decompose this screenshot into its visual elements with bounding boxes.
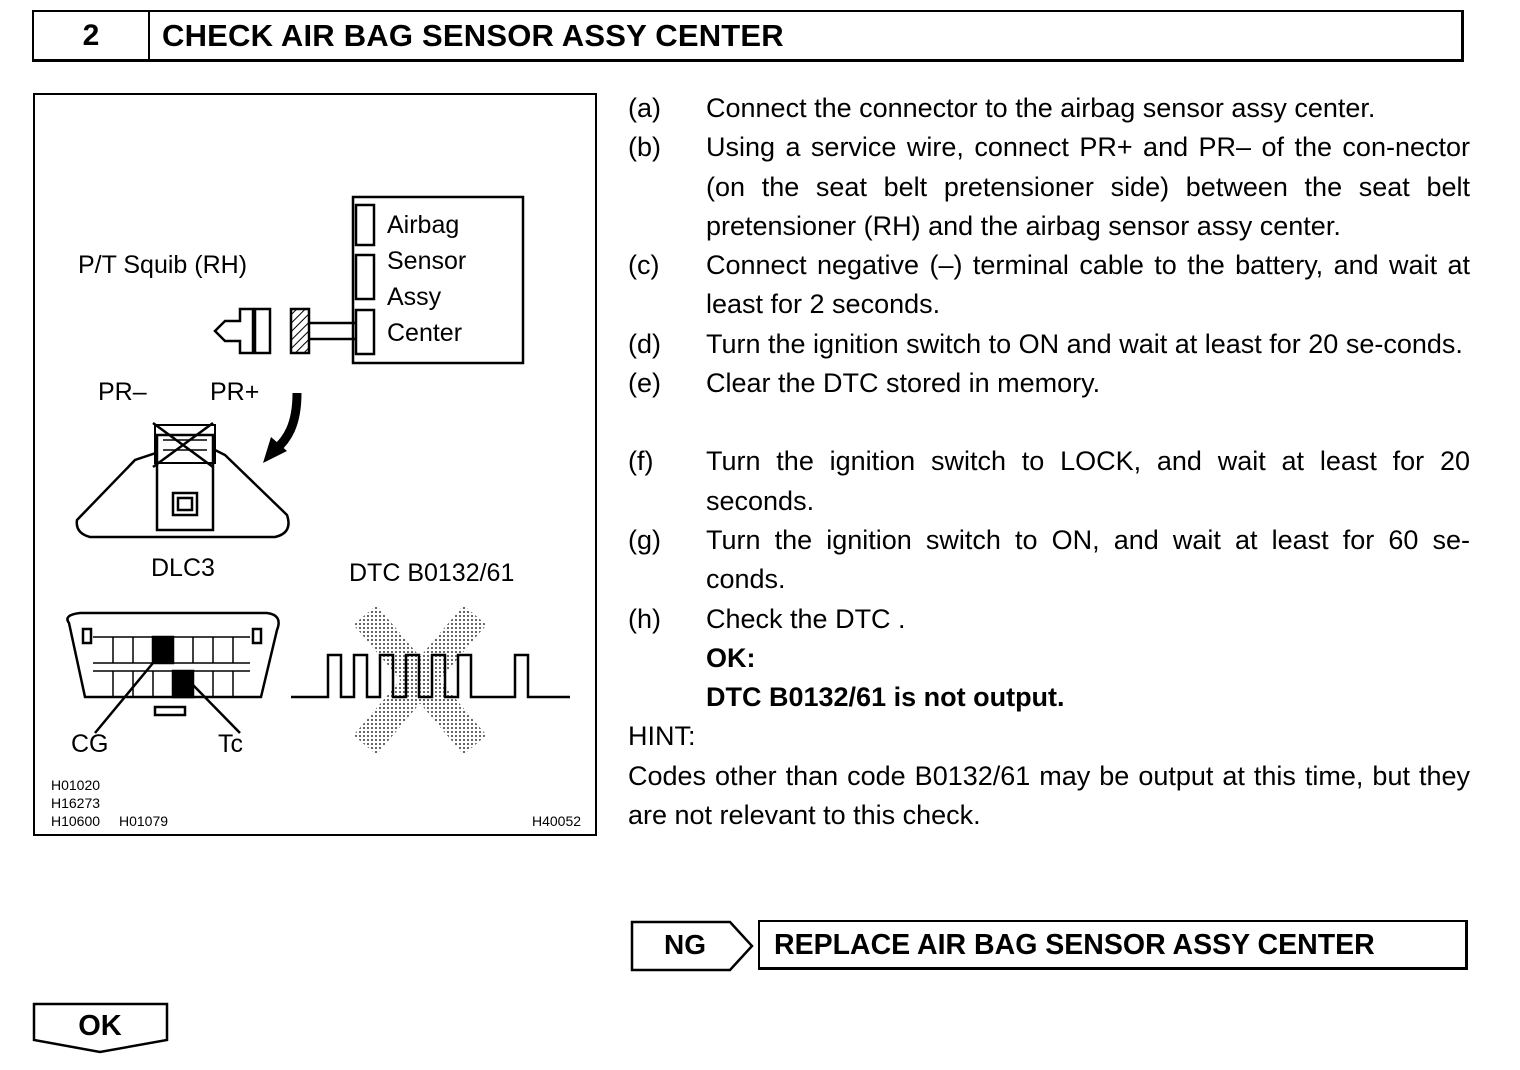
step-text: Connect the connector to the airbag sens…: [706, 93, 1376, 123]
dlc3-connector: [66, 611, 280, 734]
step-text: Using a service wire, connect PR+ and PR…: [706, 132, 1470, 241]
ng-arrow-icon: [630, 920, 754, 972]
ng-label: NG: [664, 929, 706, 960]
tc-label: Tc: [218, 730, 243, 758]
squib-connector: [213, 307, 356, 355]
step-text: Turn the ignition switch to ON, and wait…: [706, 524, 1470, 595]
pt-squib-label: P/T Squib (RH): [78, 251, 247, 279]
step-letter: (b): [628, 132, 661, 163]
step-letter: (g): [628, 524, 661, 555]
step-g: (g) Turn the ignition switch to ON, and …: [628, 521, 1470, 600]
pr-minus-label: PR–: [98, 378, 147, 406]
step-letter: (h): [628, 603, 661, 634]
curved-arrow-icon: [263, 392, 302, 463]
pretensioner-connector: [75, 421, 290, 539]
step-text: Clear the DTC stored in memory.: [706, 368, 1101, 399]
cg-label: CG: [71, 730, 109, 758]
step-text: Check the DTC .: [706, 603, 906, 634]
hint-text: Codes other than code B0132/61 may be ou…: [628, 760, 1470, 831]
step-d: (d) Turn the ignition switch to ON and w…: [628, 325, 1470, 364]
dtc-waveform: [291, 605, 570, 755]
figure-code-4: H01079: [119, 813, 168, 829]
sensor-assy-box: Airbag Sensor Assy Center: [351, 195, 525, 365]
procedure-steps: (a) Connect the connector to the airbag …: [628, 89, 1470, 835]
figure-code-3: H10600: [51, 813, 100, 829]
ok-flow-label: OK: [78, 1010, 122, 1042]
ok-arrow-icon: [32, 1002, 169, 1054]
step-title: CHECK AIR BAG SENSOR ASSY CENTER: [162, 18, 784, 53]
step-letter: (a): [628, 93, 661, 123]
figure-id: H40052: [532, 813, 581, 829]
sensor-label-2: Sensor: [387, 247, 466, 275]
ok-result-value: DTC B0132/61 is not output.: [706, 682, 1065, 713]
ng-action: REPLACE AIR BAG SENSOR ASSY CENTER: [758, 920, 1468, 970]
ok-result-label: OK:: [706, 642, 756, 673]
step-letter: (f): [628, 446, 654, 477]
step-text: Turn the ignition switch to ON and wait …: [706, 328, 1463, 359]
step-a: (a) Connect the connector to the airbag …: [628, 89, 1470, 128]
step-header: 2 CHECK AIR BAG SENSOR ASSY CENTER: [32, 10, 1464, 62]
dlc3-label: DLC3: [151, 554, 215, 582]
pr-plus-label: PR+: [210, 378, 259, 406]
hint-label: HINT:: [628, 721, 696, 752]
step-f: (f) Turn the ignition switch to LOCK, an…: [628, 442, 1470, 521]
figure-code-1: H01020: [51, 777, 100, 793]
step-letter: (e): [628, 368, 661, 399]
figure-code-2: H16273: [51, 795, 100, 811]
step-b: (b) Using a service wire, connect PR+ an…: [628, 128, 1470, 246]
sensor-label-1: Airbag: [387, 211, 459, 239]
step-e: (e) Clear the DTC stored in memory.: [628, 364, 1470, 403]
step-text: Turn the ignition switch to LOCK, and wa…: [706, 446, 1470, 516]
sensor-label-4: Center: [387, 319, 462, 347]
step-number: 2: [34, 12, 150, 59]
step-c: (c) Connect negative (–) terminal cable …: [628, 246, 1470, 325]
wiring-figure: Airbag Sensor Assy Center P/T Squib (RH)…: [33, 93, 597, 836]
step-letter: (d): [628, 328, 661, 359]
step-h: (h) Check the DTC .: [628, 600, 1470, 639]
dtc-label: DTC B0132/61: [349, 559, 514, 587]
step-letter: (c): [628, 250, 660, 281]
step-text: Connect negative (–) terminal cable to t…: [706, 250, 1470, 320]
sensor-label-3: Assy: [387, 283, 442, 311]
